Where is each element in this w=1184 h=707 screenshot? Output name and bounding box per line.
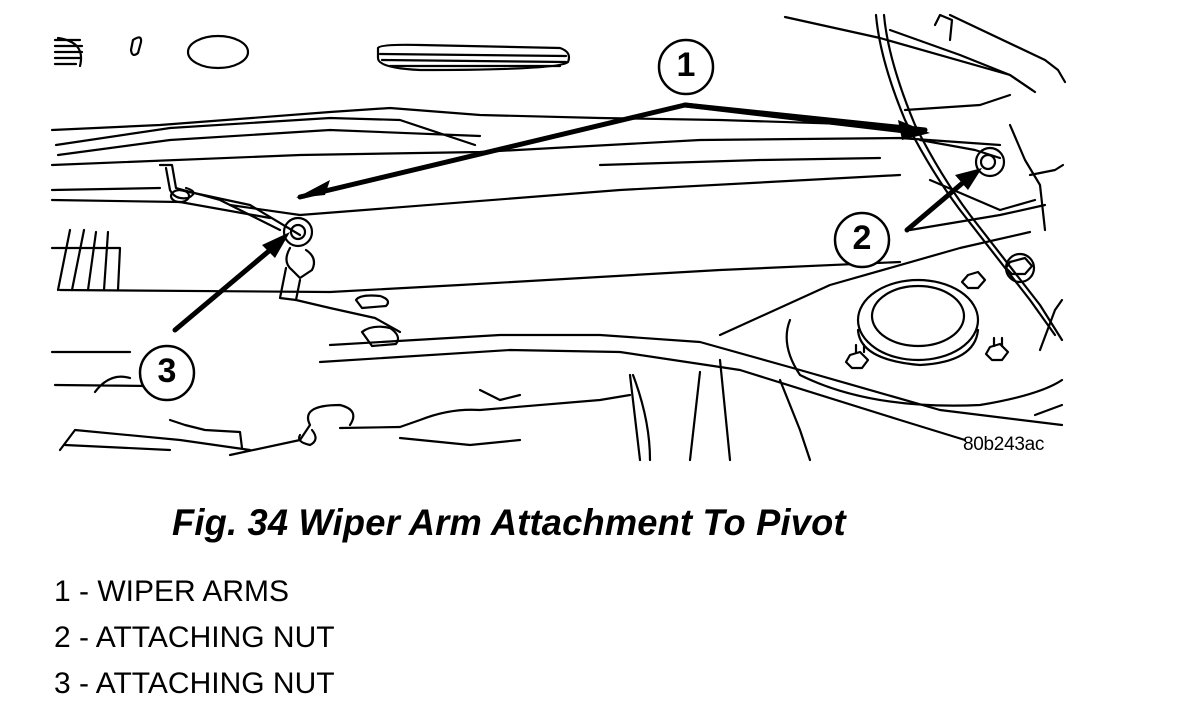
legend-item-2: 2 - ATTACHING NUT xyxy=(54,621,335,654)
callout-circles xyxy=(138,38,891,402)
figure-legend: 1 - WIPER ARMS 2 - ATTACHING NUT 3 - ATT… xyxy=(54,569,335,707)
cowl-vent-shapes xyxy=(53,34,571,72)
right-wiper-pivot xyxy=(783,13,1067,342)
lower-frame xyxy=(50,333,1064,462)
callout-1: 1 xyxy=(672,46,700,85)
strut-tower xyxy=(718,230,1064,417)
figure-id-code: 80b243ac xyxy=(963,434,1045,455)
figure-caption: Fig. 34 Wiper Arm Attachment To Pivot xyxy=(172,502,846,543)
leader-arrows xyxy=(172,102,975,333)
callout-2-number: 2 xyxy=(852,219,872,257)
left-wiper-arm xyxy=(158,163,402,348)
callout-1-number: 1 xyxy=(676,46,696,84)
callout-2: 2 xyxy=(848,219,876,258)
wiper-arm-illustration: 1 2 3 80b243ac xyxy=(50,13,1067,462)
callout-3: 3 xyxy=(153,352,181,391)
callout-3-number: 3 xyxy=(157,352,177,390)
legend-item-3: 3 - ATTACHING NUT xyxy=(54,667,335,700)
arrow-heads xyxy=(262,120,982,258)
legend-item-1: 1 - WIPER ARMS xyxy=(54,575,290,608)
